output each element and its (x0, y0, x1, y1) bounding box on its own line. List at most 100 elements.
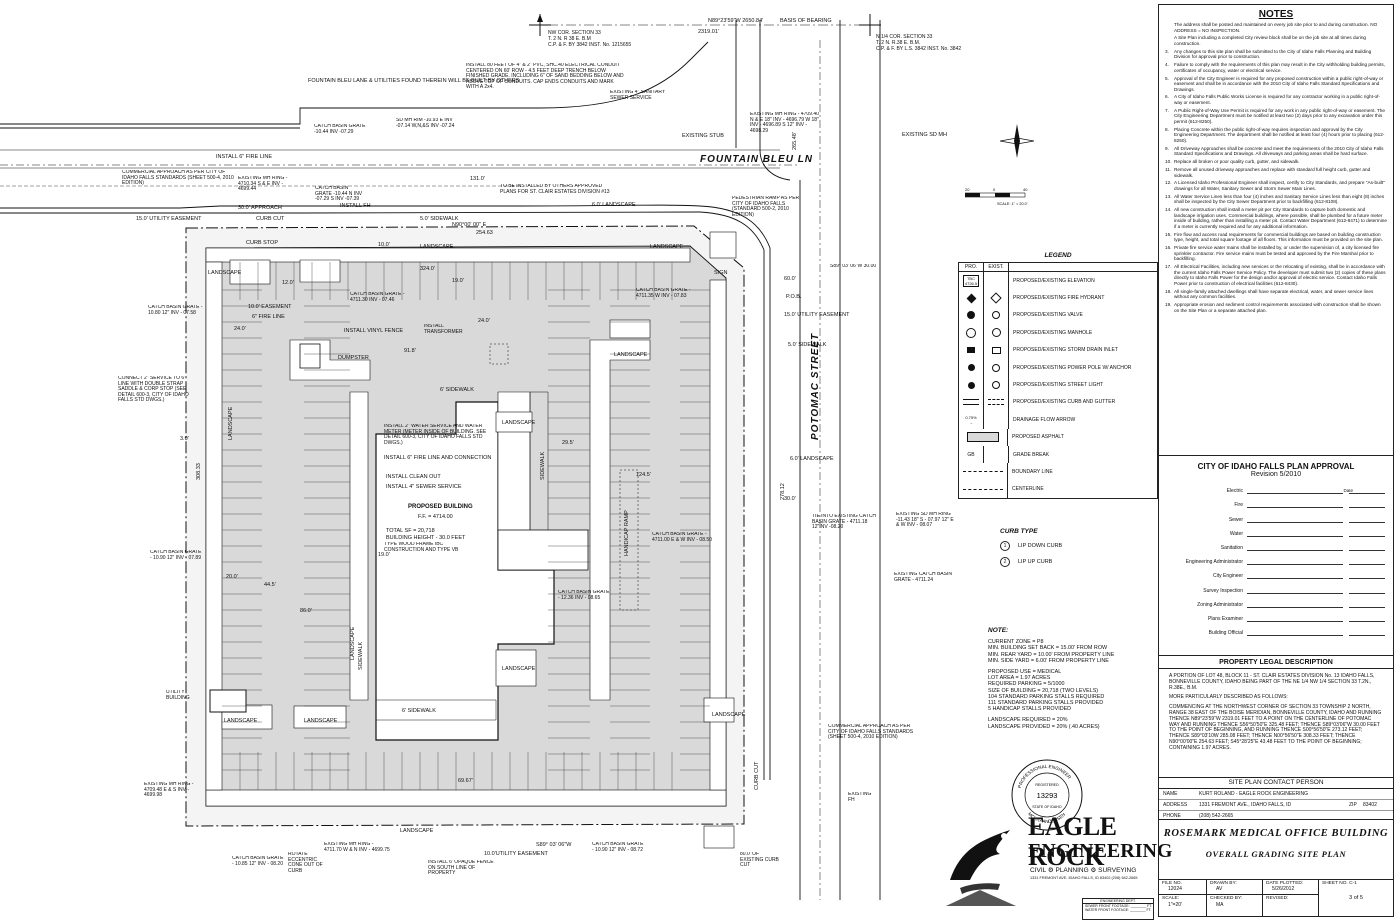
hydrant-icon (959, 289, 984, 307)
note-item: 18.All single-family attached dwellings … (1165, 289, 1387, 300)
note-curb-cut-80: 80.0' OF EXISTING CURB CUT (740, 852, 779, 868)
note-to-be-installed: TO BE INSTALLED BY OTHERS APPROVED PLANS… (500, 184, 610, 194)
approval-row: Survey Inspection (1167, 579, 1385, 594)
note-item: 5.Approval of the City Engineer is requi… (1165, 76, 1387, 93)
note-dist-254: 254.63 (476, 230, 493, 236)
note-curb-cut-label: CURB CUT (754, 761, 760, 790)
nw-corner-line-2: T. 2 N. R 38 E. B.M (548, 36, 591, 42)
scale-value: 1"=20' (1168, 902, 1182, 908)
note-number: 5. (1165, 75, 1169, 81)
note-ten-easement: 10.0' EASEMENT (248, 304, 292, 310)
approval-row: Engineering Administrator (1167, 551, 1385, 566)
note-item: 10.Replace all broken or poor quality cu… (1165, 159, 1387, 165)
revised-key: REVISED: (1263, 894, 1318, 902)
note-connect-water: CONNECT 2" SERVICE TO 6" LINE WITH DOUBL… (118, 376, 189, 403)
scale-label: SCALE: 1" = 20.0' (997, 202, 1028, 206)
dimension-label: 44.5' (264, 582, 276, 588)
note-six-sidewalk: 6' SIDEWALK (402, 708, 436, 714)
note-text: All Water Service Lines less than four (… (1174, 193, 1385, 205)
contact-phone-key: PHONE (1163, 813, 1181, 819)
legend-head-pro: PRO. (959, 263, 984, 271)
sheet-no-cell: SHEET NO. C-1 3 of 5 (1319, 880, 1393, 916)
notes-intro-1: The address shall be posted and maintain… (1174, 22, 1378, 33)
note-sidewalk-5b: 5.0' SIDEWALK (788, 342, 827, 348)
note-number: 15. (1165, 231, 1172, 237)
signature-line (1247, 557, 1343, 566)
note-number: 3. (1165, 48, 1169, 54)
note-sidewalk-5: 5.0' SIDEWALK (420, 216, 459, 222)
signature-line (1247, 628, 1343, 637)
approval-label: Fire (1234, 502, 1243, 509)
note-item: 16.Private fire service water mains shal… (1165, 245, 1387, 262)
approval-row: City Engineer (1167, 565, 1385, 580)
legend-row: PROPOSED/EXISTING FIRE HYDRANT (959, 289, 1157, 307)
n14-corner-line-2: T. 2 N. R.38 E. B.M. (876, 40, 920, 46)
note-number: 9. (1165, 145, 1169, 151)
legend-label: GRADE BREAK (1013, 451, 1050, 458)
approval-panel: CITY OF IDAHO FALLS PLAN APPROVAL Revisi… (1158, 456, 1394, 656)
signature-line (1247, 500, 1343, 509)
signature-line (1247, 586, 1343, 594)
date-line (1349, 486, 1385, 495)
dimension-label: 131.0' (470, 176, 485, 182)
existing-symbol-icon (984, 341, 1009, 359)
note-text: All Driveway Approaches shall be concret… (1174, 145, 1384, 157)
legend-row: PROPOSED/EXISTING CURB AND GUTTER (959, 393, 1157, 412)
note-water-meter: INSTALL 2" WATER SERVICE AND WATER METER… (384, 424, 486, 446)
legend-label: PROPOSED/EXISTING STREET LIGHT (1013, 382, 1104, 389)
legend-row: PROPOSED/EXISTING MANHOLE (959, 324, 1157, 342)
firm-tagline: CIVIL ⚙ PLANNING ⚙ SURVEYING (1030, 867, 1137, 874)
note-rotate-cone: ROTATE ECCENTRIC CONE OUT OF CURB (288, 852, 323, 874)
note-existing-sdmh-1: EXISTING SD MH (902, 132, 947, 138)
site-note-line: CURRENT ZONE = P8 (988, 639, 1044, 646)
note-existing-fh: EXISTING FH (848, 792, 871, 802)
legend-label: PROPOSED/EXISTING STORM DRAIN INLET (1013, 347, 1118, 354)
note-item: 14.All new construction shall install a … (1165, 207, 1387, 229)
firm-address: 1331 FREMONT AVE. IDAHO FALLS, ID 83402 … (1030, 876, 1138, 880)
existing-symbol-icon (984, 393, 1009, 412)
building-ff: F.F. = 4714.00 (418, 514, 453, 520)
note-existing-sewer: EXISTING 4" SANITARY SEWER SERVICE (610, 90, 665, 100)
dimension-label: 124.5' (636, 472, 651, 478)
note-text: All single-family attached dwellings sha… (1174, 288, 1374, 300)
checked-by-key: CHECKED BY: (1207, 894, 1262, 902)
contact-phone-row: PHONE (208) 542-2665 (1159, 811, 1393, 821)
project-title: ROSEMARK MEDICAL OFFICE BUILDING (1163, 828, 1389, 839)
scale-tick-0: 0 (993, 187, 996, 192)
approval-label: Electric (1226, 488, 1243, 495)
note-item: 19.Appropriate erosion and sediment cont… (1165, 302, 1387, 313)
eng-dept-title: ENGINEERING DEPT. (1083, 899, 1153, 904)
landscape-label-12: LANDSCAPE (350, 626, 356, 660)
legal-panel: PROPERTY LEGAL DESCRIPTION A PORTION OF … (1158, 656, 1394, 778)
engineering-dept-box: ENGINEERING DEPT. SEWER FRONT FOOTAGE: _… (1082, 898, 1154, 920)
approval-date-head: Date (1343, 488, 1353, 493)
note-n90: N90°00' 00" E (452, 222, 487, 228)
legend-row: 0.75%→DRAINAGE FLOW ARROW (959, 411, 1157, 429)
contact-phone: (208) 542-2665 (1199, 813, 1234, 819)
note-text: Any changes to this site plan shall be s… (1174, 48, 1372, 60)
note-sdmh: SD MH RIM -10.93 E INV -07.14 W,N,&S INV… (396, 118, 454, 128)
curb-icon (959, 393, 984, 412)
dimension-label: 29.5' (562, 440, 574, 446)
basis-distance: 2319.01' (698, 29, 719, 35)
landscape-label-8: LANDSCAPE (304, 718, 338, 724)
note-number: 6. (1165, 94, 1169, 100)
landscape-label-10: LANDSCAPE (712, 712, 746, 718)
note-existing-mh-4: EXISTING MH RING - 4711.70 W & N INV - 4… (324, 842, 390, 852)
signature-line (1247, 529, 1343, 537)
landscape-label-1: LANDSCAPE (420, 244, 454, 250)
curb-type-label-1: LIP DOWN CURB (1018, 543, 1063, 549)
notes-panel: NOTES The address shall be posted and ma… (1158, 4, 1394, 456)
existing-symbol-icon (984, 445, 1009, 464)
note-sidewalk-label-2: SIDEWALK (358, 641, 364, 670)
landscape-label-6: LANDSCAPE (502, 666, 536, 672)
boundary-icon (959, 463, 1008, 481)
dimension-label: 69.67' (458, 778, 473, 784)
note-landscape-6: 6.0' LANDSCAPE (592, 202, 636, 208)
curb-type: CURB TYPE 1 LIP DOWN CURB 2 LIP UP CURB (1000, 528, 1120, 567)
note-item: 9. All Driveway Approaches shall be concr… (1165, 146, 1387, 157)
note-item: 15.Fire flow and access road requirement… (1165, 232, 1387, 243)
note-number: 13. (1165, 193, 1172, 199)
note-catch-basin-2: CATCH BASIN GRATE -10.44 N INV -07.29 S … (315, 186, 362, 202)
approval-label: City Engineer (1212, 573, 1243, 580)
